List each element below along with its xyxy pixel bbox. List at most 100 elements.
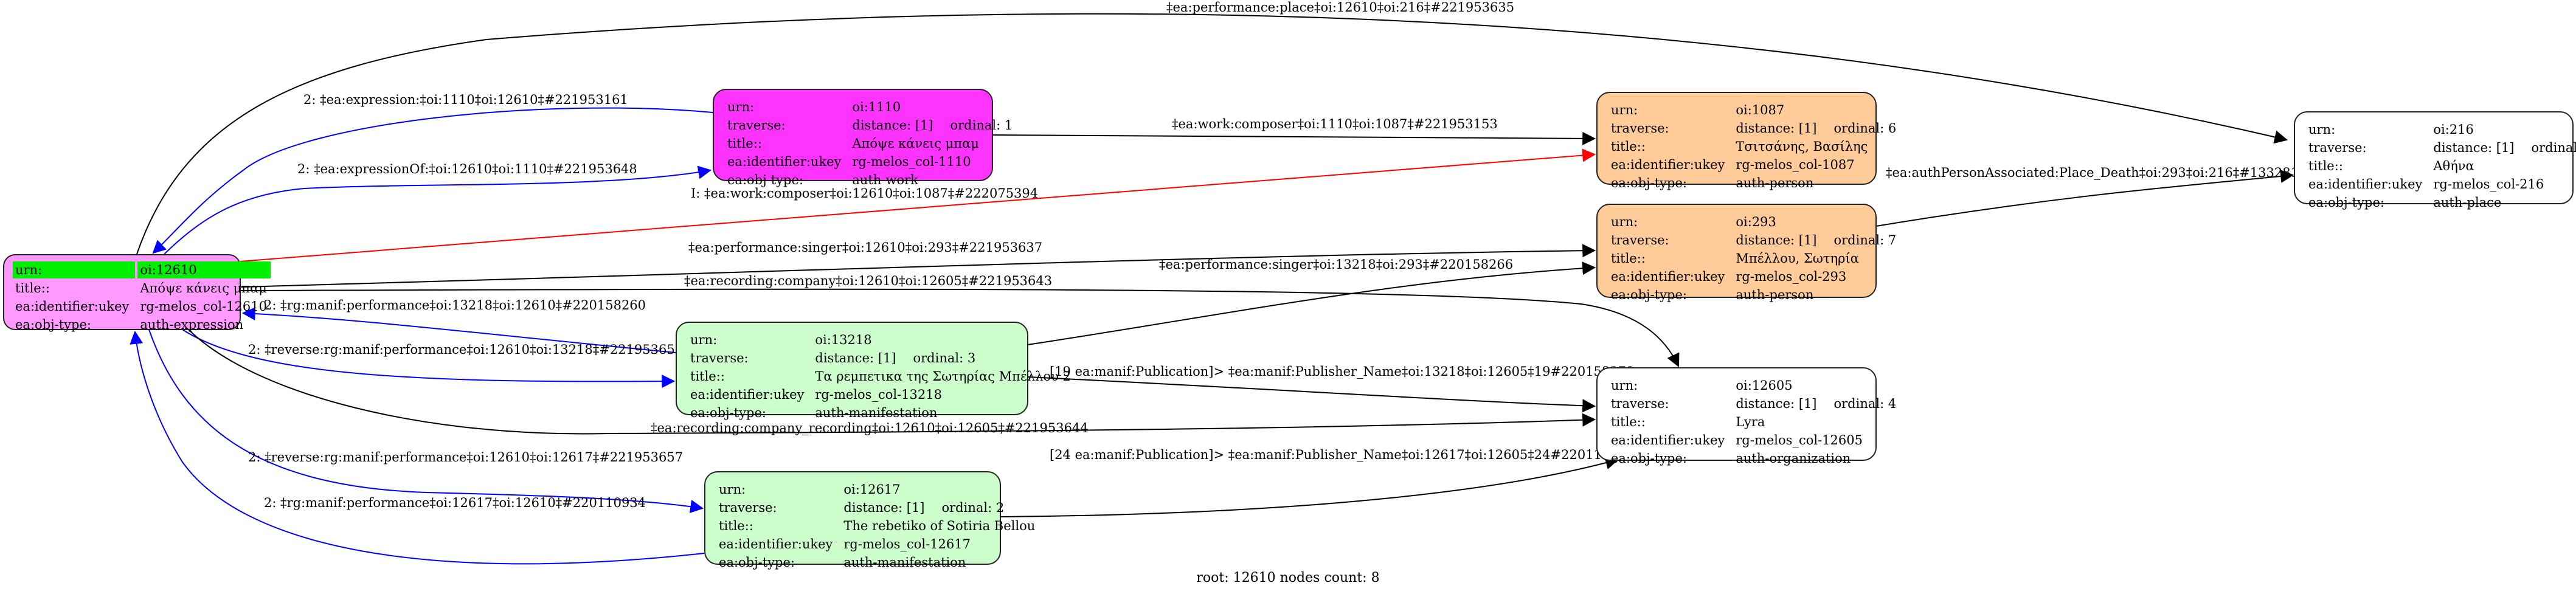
- objtype-key: ea:obj-type:: [1611, 176, 1687, 190]
- edge-expression-of: [164, 165, 712, 255]
- urn-value: oi:13218: [815, 333, 872, 347]
- ukey-key: ea:identifier:ukey: [1611, 433, 1725, 447]
- edge-recording-company: [240, 288, 1680, 367]
- ukey-key: ea:identifier:ukey: [690, 387, 805, 402]
- urn-value: oi:1110: [852, 100, 901, 114]
- distance: distance: [1]: [843, 500, 925, 515]
- objtype-value: auth-expression: [140, 317, 244, 332]
- ordinal: ordinal: 6: [1833, 121, 1897, 136]
- edge-place-death: [1875, 170, 2294, 227]
- ordinal: ordinal: 5: [2531, 140, 2576, 155]
- objtype-value: auth-manifestation: [843, 555, 966, 570]
- edge-label-performance-singer-manif: ‡ea:performance:singer‡oi:13218‡oi:293‡#…: [1159, 257, 1514, 272]
- objtype-value: auth-manifestation: [815, 406, 938, 420]
- ukey-value: rg-melos_col-13218: [815, 387, 942, 402]
- distance: distance: [1]: [2433, 140, 2515, 155]
- node-13218[interactable]: urn:oi:13218 traverse:distance: [1]ordin…: [676, 322, 1071, 420]
- title-value: The rebetiko of Sotiria Bellou: [843, 519, 1036, 533]
- ukey-row: ea:identifier:ukey rg-melos_col-12610: [13, 298, 271, 315]
- title-key: title::: [690, 369, 725, 384]
- urn-value: oi:293: [1736, 215, 1776, 229]
- node-root-12610[interactable]: urn:oi:12610 title::Απόψε κάνεις μπαμ ea…: [3, 254, 271, 332]
- traverse-key: traverse:: [1611, 121, 1669, 136]
- urn-key: urn:: [1611, 378, 1638, 393]
- title-value: Τσιτσάνης, Βασίλης: [1736, 139, 1868, 154]
- ukey-value: rg-melos_col-12617: [843, 537, 971, 551]
- objtype-row: ea:obj-type:auth-expression: [13, 316, 271, 333]
- distance: distance: [1]: [1736, 233, 1817, 247]
- node-12605[interactable]: urn: oi:12605 traverse: distance: [1] ordin…: [1596, 367, 1896, 466]
- traverse-value: distance: [1] ordinal: 2: [841, 499, 1039, 516]
- urn-value: oi:216: [2433, 122, 2474, 137]
- urn-key: urn:: [2308, 122, 2336, 137]
- node-fields: urn:oi:13218 traverse:distance: [1]ordin…: [685, 330, 1077, 423]
- traverse-key: traverse:: [2308, 140, 2367, 155]
- node-fields: urn:oi:12610 title::Απόψε κάνεις μπαμ ea…: [10, 260, 273, 334]
- ukey-key: ea:identifier:ukey: [1611, 269, 1725, 284]
- traverse-value: distance: [1]ordinal: 6: [1733, 120, 1900, 137]
- objtype-value: auth-person: [1736, 288, 1814, 302]
- edge-label-work-composer-inferred: I: ‡ea:work:composer‡oi:12610‡oi:1087‡#2…: [691, 186, 1039, 201]
- edge-publisher-13218: [1027, 376, 1596, 413]
- node-216[interactable]: urn: oi:216 traverse: distance: [1] ordinal…: [2294, 111, 2576, 210]
- edge-work-composer: [992, 131, 1596, 145]
- title-key: title::: [1611, 415, 1646, 429]
- urn-key: urn:: [719, 482, 746, 497]
- objtype-key: ea:obj-type:: [1611, 451, 1687, 466]
- traverse-value: distance: [1] ordinal: 4: [1733, 395, 1900, 412]
- node-12617[interactable]: urn:oi:12617 traverse:distance: [1]ordin…: [704, 471, 1035, 570]
- title-value: Απόψε κάνεις μπαμ: [140, 281, 267, 295]
- node-1087[interactable]: urn:oi:1087 traverse:distance: [1]ordina…: [1596, 92, 1896, 190]
- ukey-value: rg-melos_col-1110: [852, 154, 971, 169]
- edge-recording-company-recording: [188, 329, 1596, 435]
- edge-manif-performance-12617: [130, 330, 705, 565]
- node-fields: urn:oi:293 traverse:distance: [1]ordinal…: [1606, 212, 1902, 305]
- edge-label-reverse-manif-performance-13218: 2: ‡reverse:rg:manif:performance‡oi:1261…: [248, 342, 684, 357]
- ukey-key: ea:identifier:ukey: [1611, 157, 1725, 172]
- objtype-key: ea:obj-type:: [727, 173, 803, 187]
- traverse-value: distance: [1]ordinal: 1: [850, 117, 1016, 134]
- traverse-key: traverse:: [690, 351, 749, 365]
- traverse-value: distance: [1] ordinal: 5: [2431, 139, 2576, 156]
- urn-value: oi:12610: [137, 261, 271, 278]
- edge-label-reverse-manif-performance-12617: 2: ‡reverse:rg:manif:performance‡oi:1261…: [248, 450, 684, 464]
- ukey-value: rg-melos_col-12610: [140, 299, 267, 314]
- ukey-value: rg-melos_col-1087: [1736, 157, 1855, 172]
- objtype-value: auth-person: [1736, 176, 1814, 190]
- urn-value: oi:1087: [1736, 103, 1785, 117]
- urn-value: oi:12617: [843, 482, 901, 497]
- title-key: title::: [15, 281, 50, 295]
- ukey-value: rg-melos_col-12605: [1736, 433, 1863, 447]
- node-fields: urn: oi:216 traverse: distance: [1] ordinal…: [2304, 120, 2576, 212]
- graph-footer: root: 12610 nodes count: 8: [1196, 570, 1380, 585]
- traverse-key: traverse:: [1611, 396, 1669, 411]
- edge-label-performance-place: ‡ea:performance:place‡oi:12610‡oi:216‡#2…: [1166, 0, 1515, 15]
- urn-row: urn:oi:12610: [13, 261, 271, 278]
- urn-value: oi:12605: [1736, 378, 1793, 393]
- objtype-key: ea:obj-type:: [2308, 195, 2384, 210]
- ukey-value: rg-melos_col-293: [1736, 269, 1847, 284]
- ordinal: ordinal: 7: [1833, 233, 1897, 247]
- edge-performance-singer-manif: [1027, 261, 1596, 345]
- edge-label-publisher-12617: [24 ea:manif:Publication]> ‡ea:manif:Pub…: [1050, 447, 1635, 462]
- ukey-key: ea:identifier:ukey: [15, 299, 130, 314]
- distance: distance: [1]: [1736, 396, 1817, 411]
- objtype-key: ea:obj-type:: [719, 555, 795, 570]
- title-key: title::: [1611, 139, 1646, 154]
- node-fields: urn: oi:12605 traverse: distance: [1] ordin…: [1606, 376, 1902, 468]
- ordinal: ordinal: 4: [1833, 396, 1897, 411]
- urn-key: urn:: [13, 261, 136, 278]
- edge-label-recording-company: ‡ea:recording:company‡oi:12610‡oi:12605‡…: [684, 274, 1053, 288]
- node-1110[interactable]: urn:oi:1110 traverse:distance: [1]ordina…: [713, 89, 1013, 187]
- edge-performance-singer: [240, 244, 1596, 288]
- urn-key: urn:: [1611, 103, 1638, 117]
- ordinal: ordinal: 2: [941, 500, 1005, 515]
- distance: distance: [1]: [852, 118, 933, 133]
- ukey-key: ea:identifier:ukey: [727, 154, 842, 169]
- edge-label-expression-of: 2: ‡ea:expressionOf:‡oi:12610‡oi:1110‡#2…: [297, 162, 637, 176]
- traverse-key: traverse:: [1611, 233, 1669, 247]
- node-293[interactable]: urn:oi:293 traverse:distance: [1]ordinal…: [1596, 204, 1896, 302]
- urn-key: urn:: [727, 100, 755, 114]
- edge-reverse-manif-performance-13218: [182, 329, 676, 389]
- title-key: title::: [1611, 251, 1646, 266]
